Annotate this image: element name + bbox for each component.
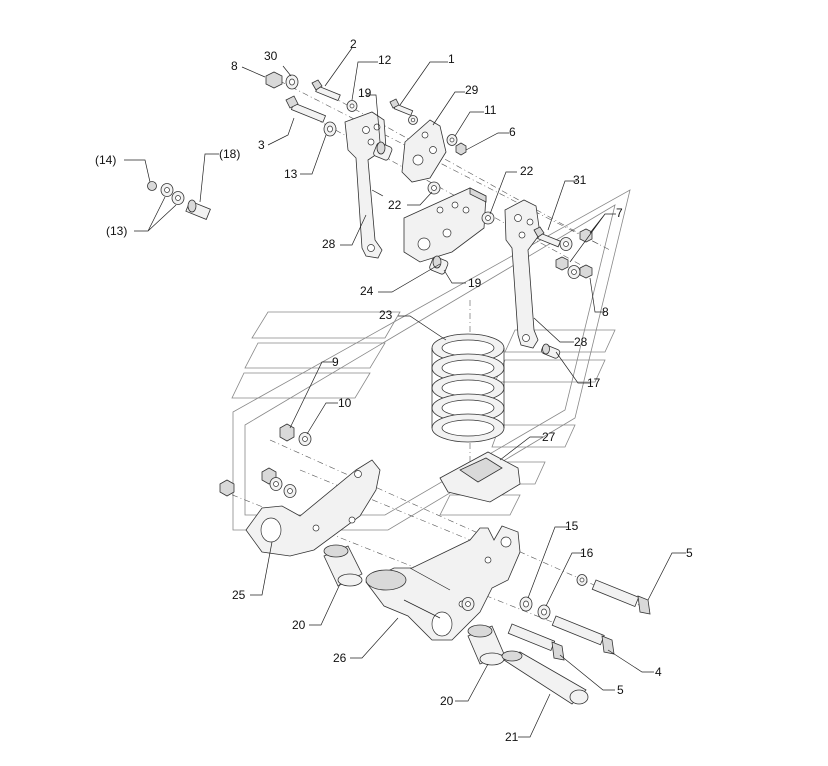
nut-14 bbox=[147, 181, 157, 191]
callout-11: 11 bbox=[484, 103, 497, 117]
callout-17: 17 bbox=[587, 376, 601, 390]
callout-27: 27 bbox=[542, 430, 556, 444]
spring-23 bbox=[431, 333, 505, 443]
bolt-5-top-group bbox=[461, 574, 651, 620]
callout-23: 23 bbox=[379, 308, 393, 322]
callout-9: 9 bbox=[332, 355, 339, 369]
bracket-28-right bbox=[504, 199, 541, 349]
callout-14-parenthesized: (14) bbox=[95, 153, 116, 167]
swing-arm-26 bbox=[365, 525, 521, 641]
bolt-31-group bbox=[533, 226, 593, 279]
callout-5-top: 5 bbox=[686, 546, 693, 560]
callout-12: 12 bbox=[378, 53, 392, 67]
callout-8-right: 8 bbox=[602, 305, 609, 319]
leader-lines bbox=[124, 47, 686, 738]
pin-21 bbox=[501, 650, 589, 705]
callout-31: 31 bbox=[573, 173, 587, 187]
callout-29: 29 bbox=[465, 83, 479, 97]
callout-28-right: 28 bbox=[574, 335, 588, 349]
callout-1: 1 bbox=[448, 52, 455, 66]
callout-22-mid: 22 bbox=[388, 198, 402, 212]
callout-3: 3 bbox=[258, 138, 265, 152]
callout-13: 13 bbox=[284, 167, 298, 181]
bolt-5-bottom bbox=[507, 623, 565, 661]
callout-20-bottom: 20 bbox=[440, 694, 454, 708]
plate-29 bbox=[401, 119, 447, 183]
loose-parts-group bbox=[147, 181, 211, 220]
link-25 bbox=[245, 459, 381, 557]
callout-15: 15 bbox=[565, 519, 579, 533]
callout-18-parenthesized: (18) bbox=[219, 147, 240, 161]
callout-26: 26 bbox=[333, 651, 347, 665]
callout-24: 24 bbox=[360, 284, 374, 298]
callout-28-left: 28 bbox=[322, 237, 336, 251]
nut-8-right bbox=[579, 264, 593, 279]
callout-13-parenthesized: (13) bbox=[106, 224, 127, 238]
callout-22-top: 22 bbox=[520, 164, 534, 178]
nut-washer-9-10 bbox=[219, 423, 312, 498]
callout-20-left: 20 bbox=[292, 618, 306, 632]
nut-9 bbox=[279, 423, 295, 442]
pin-17 bbox=[541, 343, 561, 359]
bolt-1-group bbox=[389, 98, 467, 156]
callout-19-mid: 19 bbox=[468, 276, 482, 290]
nut-6 bbox=[455, 142, 467, 156]
callout-6: 6 bbox=[509, 125, 516, 139]
bolt-5-top bbox=[591, 579, 651, 615]
callout-25: 25 bbox=[232, 588, 246, 602]
spacer-22-right bbox=[481, 211, 495, 225]
callout-4: 4 bbox=[655, 665, 662, 679]
nut-8-upper bbox=[265, 71, 283, 89]
callout-19-top: 19 bbox=[358, 86, 372, 100]
callout-30: 30 bbox=[264, 49, 278, 63]
bushing-19-mid bbox=[429, 255, 449, 275]
callout-16: 16 bbox=[580, 546, 594, 560]
nut-7-a bbox=[579, 228, 593, 243]
plate-24 bbox=[403, 187, 487, 263]
bolt-2 bbox=[311, 79, 341, 102]
callout-8-top: 8 bbox=[231, 59, 238, 73]
upper-fastener-group bbox=[265, 71, 358, 137]
spacer-22-upper bbox=[427, 181, 441, 195]
callout-21: 21 bbox=[505, 730, 519, 744]
bracket-28-left bbox=[344, 111, 387, 259]
bushing-19-top bbox=[373, 141, 393, 161]
bolt-3 bbox=[285, 95, 327, 123]
spring-seat-27 bbox=[439, 451, 521, 503]
pin-18 bbox=[185, 199, 211, 220]
callout-10: 10 bbox=[338, 396, 352, 410]
callout-5-bottom: 5 bbox=[617, 683, 624, 697]
bushing-20-bottom bbox=[467, 624, 505, 666]
nut-7-b bbox=[555, 256, 569, 271]
callout-2: 2 bbox=[350, 37, 357, 51]
callout-7: 7 bbox=[616, 206, 623, 220]
callout-labels: 8 30 2 12 1 29 19 11 6 3 13 (14) (18) (1… bbox=[95, 37, 693, 744]
bushing-20-left bbox=[323, 544, 363, 587]
